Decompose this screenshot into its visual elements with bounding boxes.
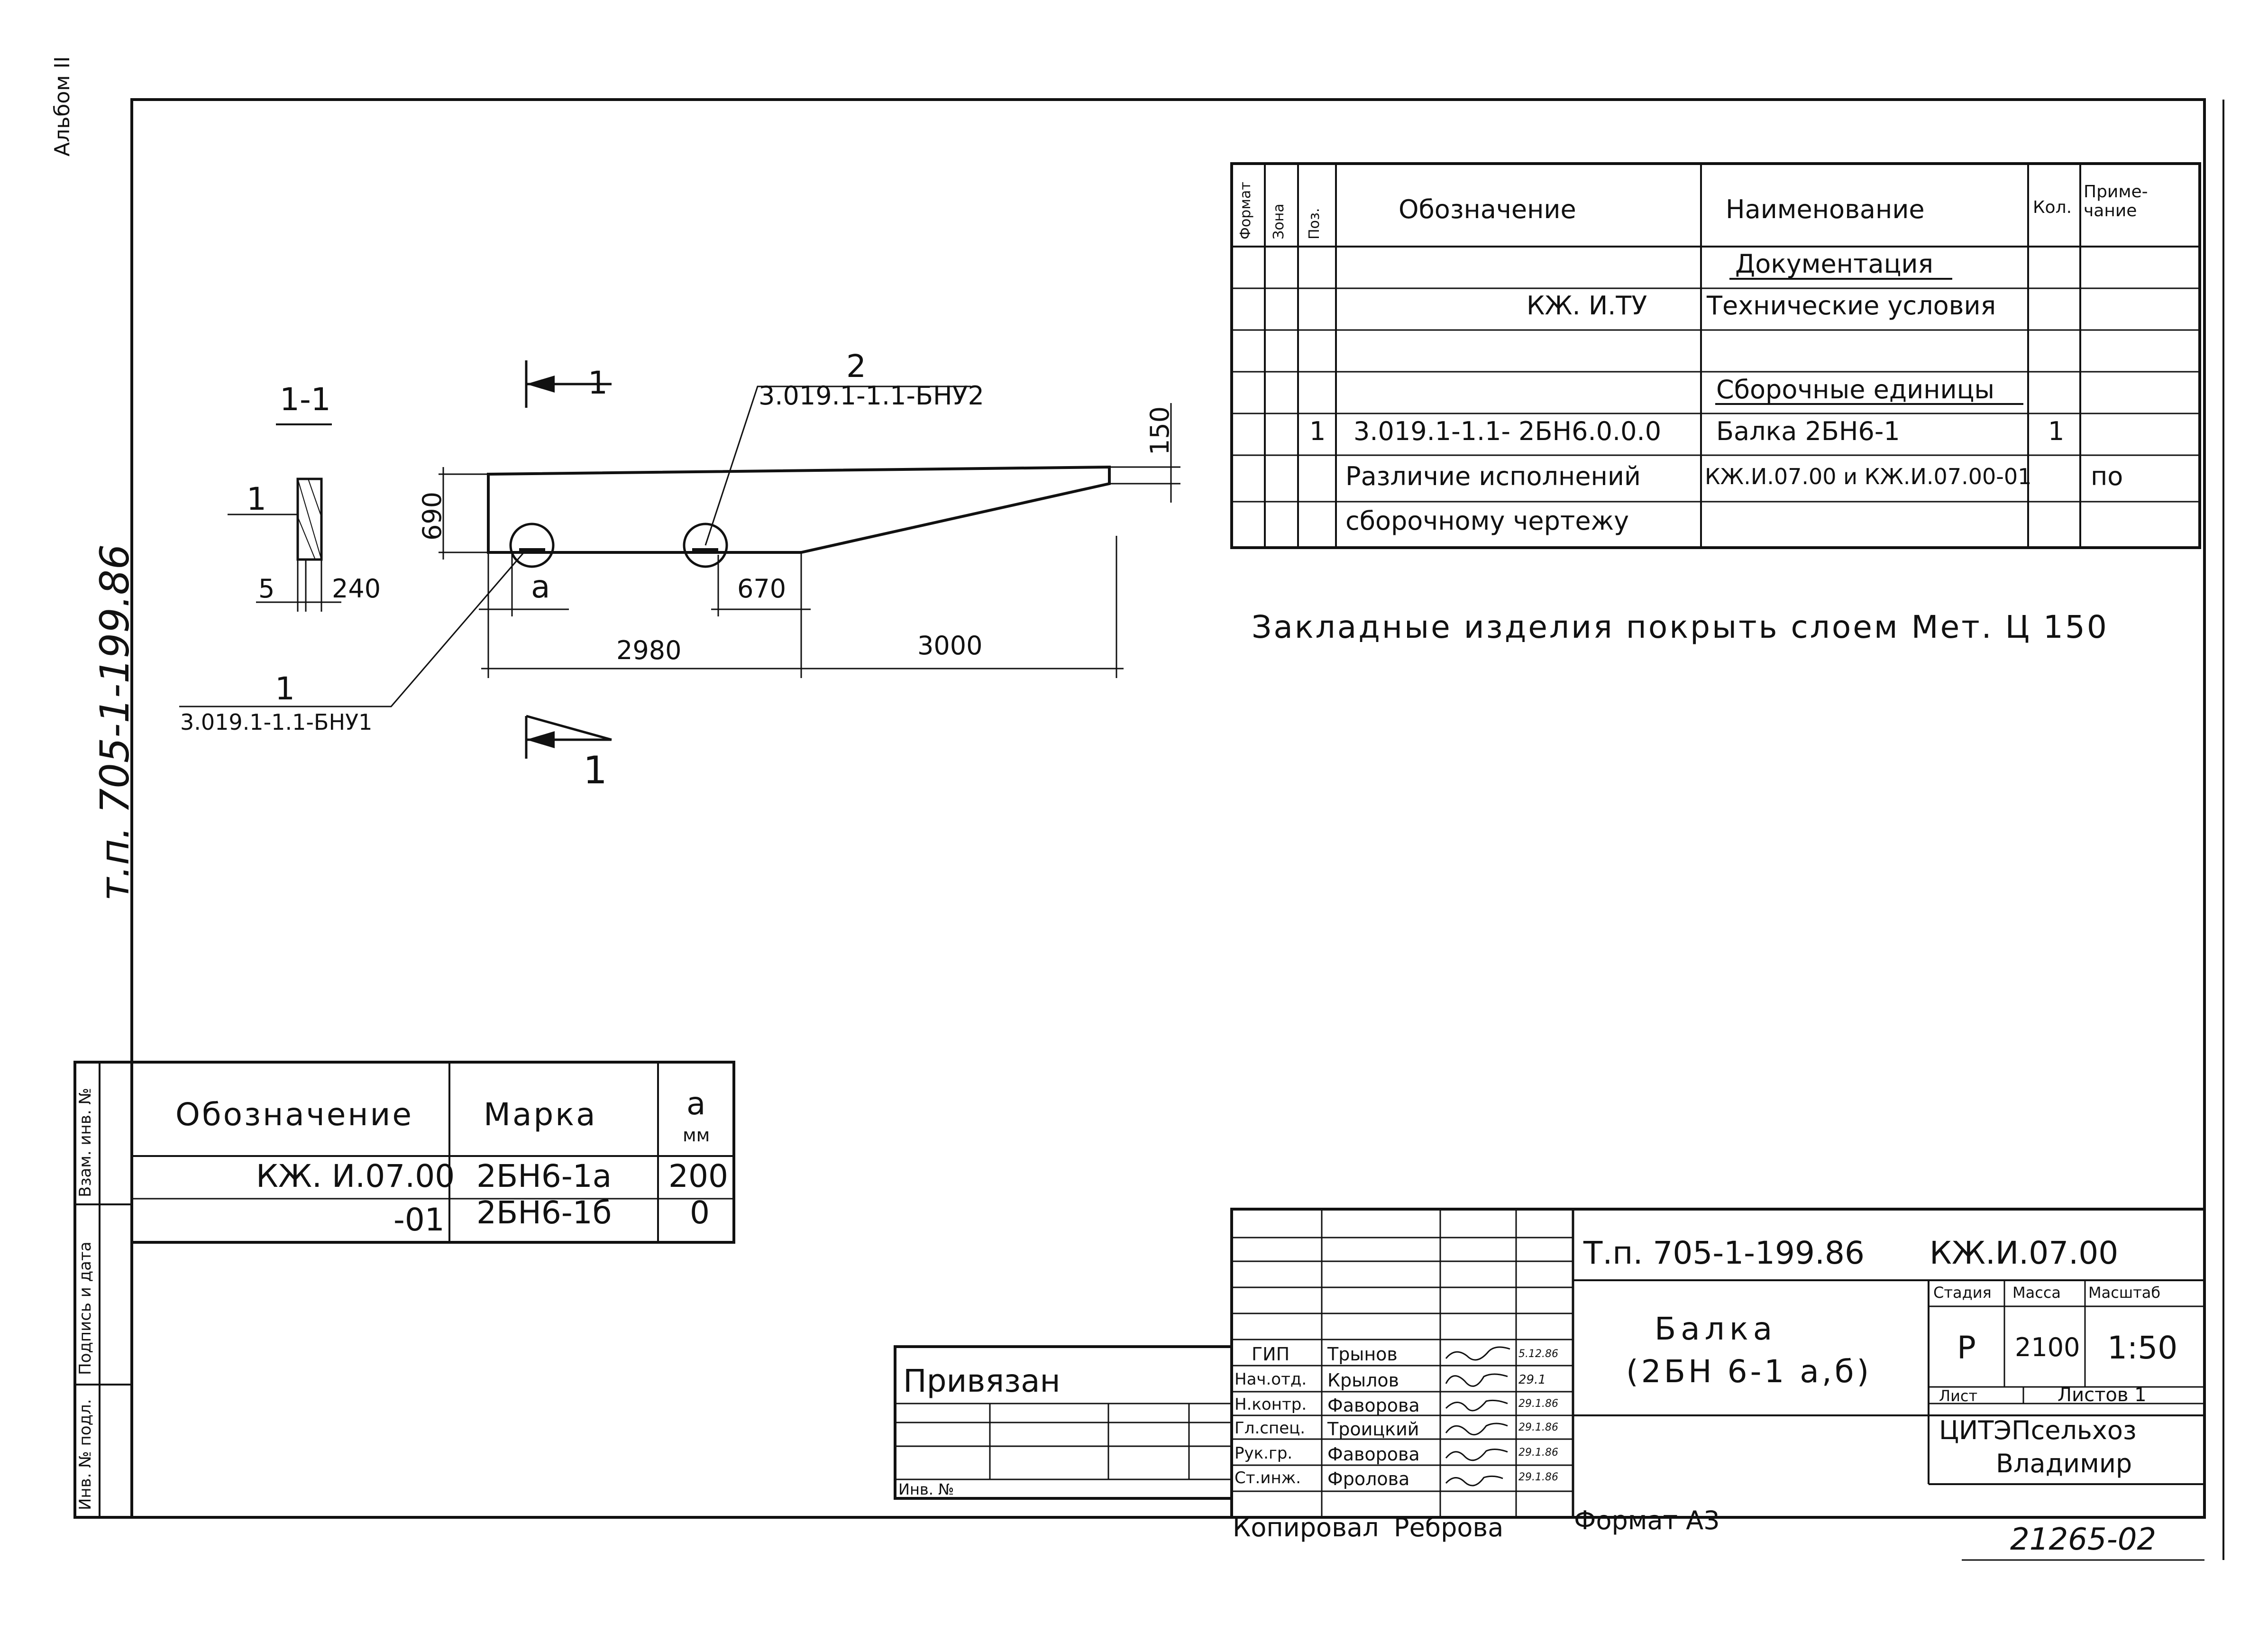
pos1-code: 3.019.1-1.1-БНУ1 [180,709,373,735]
document-code: КЖ.И.07.00 [1930,1235,2119,1271]
variants-row-marka: 2БН6-1б [476,1194,612,1231]
signer-name: Фролова [1327,1468,1410,1489]
stage-value: Р [1957,1330,1976,1366]
signature [1445,1475,1503,1487]
signature [1445,1346,1510,1361]
variants-header-a: а [686,1085,706,1122]
pos2-number: 2 [846,348,866,385]
section-label: 1-1 [280,381,331,418]
cut-marker-top: 1 [588,365,608,401]
signer-date: 29.1.86 [1518,1422,1558,1433]
signer-name: Фаворова [1327,1395,1420,1416]
spec-cell-oboz: 3.019.1-1.1- 2БН6.0.0.0 [1353,416,1662,446]
spec-cell-naim: КЖ.И.07.00 и КЖ.И.07.00-01 [1705,464,2032,489]
pos1-number: 1 [275,670,295,707]
signer-role: Гл.спец. [1235,1419,1306,1438]
pos2-code: 3.019.1-1.1-БНУ2 [759,381,984,411]
section-callout: 1 [247,481,266,517]
dim-2980: 2980 [616,635,682,665]
signature [1445,1449,1508,1461]
variants-row-oboz: -01 [393,1202,445,1238]
signer-name: Фаворова [1327,1444,1420,1465]
copier-name: Реброва [1394,1513,1504,1542]
signer-name: Трынов [1327,1344,1398,1365]
dim-670: 670 [737,574,786,604]
signature [1445,1399,1508,1412]
copied-label: Копировал [1233,1513,1379,1542]
signer-role: Рук.гр. [1235,1444,1293,1463]
signer-role: Н.контр. [1235,1395,1307,1414]
dim-3000: 3000 [917,631,983,661]
variants-header-oboz: Обозначение [175,1096,413,1133]
inv-number-label: Инв. № [898,1480,954,1498]
signer-date: 29.1 [1518,1373,1546,1387]
dim-a: а [531,569,550,605]
format-label: Формат А3 [1574,1505,1720,1535]
variants-header-mm: мм [683,1125,710,1146]
stage-header: Стадия [1933,1284,1992,1302]
organization-name: ЦИТЭПсельхоз [1939,1415,2137,1445]
spec-cell-naim: Балка 2БН6-1 [1716,416,1900,446]
drawing-title-line1: Балка [1655,1311,1777,1347]
mass-value: 2100 [2015,1332,2080,1362]
spec-cell-kol: 1 [2048,416,2065,446]
spec-header-naim: Наименование [1726,194,1925,224]
variants-row-marka: 2БН6-1а [476,1158,612,1194]
spec-header-oboz: Обозначение [1399,194,1576,224]
cut-marker-bottom: 1 [583,748,607,792]
variants-header-marka: Марка [484,1096,597,1133]
privyazan-label: Привязан [903,1363,1061,1399]
dim-5: 5 [258,574,275,604]
signer-date: 5.12.86 [1518,1348,1558,1360]
sheet-label: Лист [1939,1387,1978,1405]
spec-cell-poz: 1 [1309,416,1326,446]
signer-date: 29.1.86 [1518,1471,1558,1483]
signer-name: Крылов [1327,1370,1399,1391]
spec-section-assembly: Сборочные единицы [1716,375,1995,404]
spec-cell-oboz: сборочному чертежу [1345,506,1629,536]
spec-header-kol: Кол. [2033,198,2072,217]
spec-cell-oboz: Различие исполнений [1345,461,1641,491]
project-code: Т.п. 705-1-199.86 [1583,1235,1865,1271]
variants-row-a: 0 [690,1194,710,1231]
dim-240: 240 [332,574,381,604]
scale-value: 1:50 [2107,1330,2178,1366]
signer-name: Троицкий [1327,1419,1419,1440]
mass-header: Масса [2012,1284,2061,1302]
spec-cell-prim: по [2091,461,2123,491]
signer-role: Нач.отд. [1235,1370,1307,1389]
signer-date: 29.1.86 [1518,1398,1558,1410]
spec-cell-oboz: КЖ. И.ТУ [1527,291,1647,321]
organization-city: Владимир [1996,1449,2132,1478]
spec-section-documentation: Документация [1735,249,1933,279]
spec-header-prim: Приме- чание [2084,182,2148,220]
signer-date: 29.1.86 [1518,1447,1558,1459]
drawing-title-line2: (2БН 6-1 а,б) [1626,1353,1872,1390]
signer-role: ГИП [1252,1344,1290,1365]
document-number: 21265-02 [2010,1522,2157,1557]
variants-row-a: 200 [668,1158,728,1194]
scale-header: Масштаб [2088,1284,2161,1302]
signature [1445,1373,1508,1387]
signature [1445,1423,1508,1436]
spec-cell-naim: Технические условия [1707,291,1996,321]
variants-row-oboz: КЖ. И.07.00 [256,1158,455,1194]
signer-role: Ст.инж. [1235,1468,1301,1487]
coating-note: Закладные изделия покрыть слоем Мет. Ц 1… [1252,609,2109,645]
sheets-count: Листов 1 [2058,1384,2147,1406]
